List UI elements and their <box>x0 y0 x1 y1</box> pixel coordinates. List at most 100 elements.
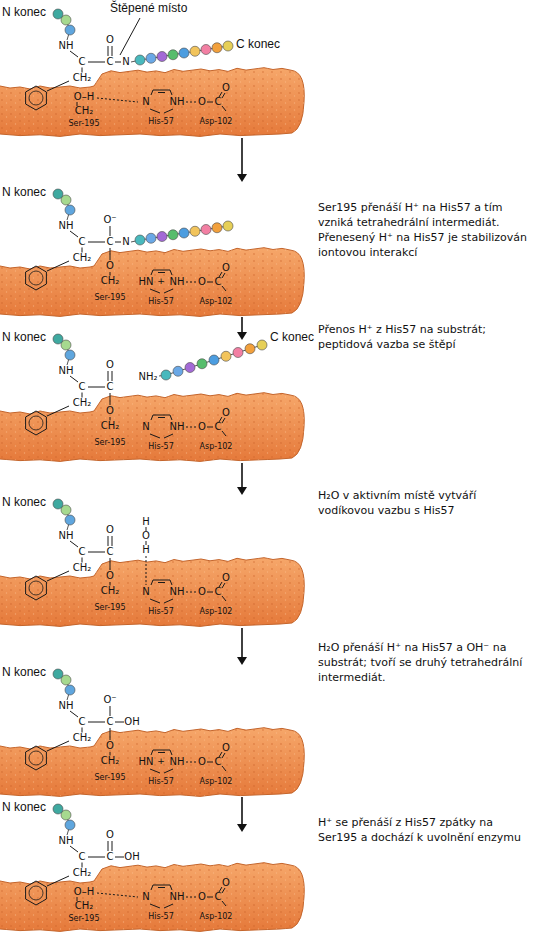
atom-label: O⁻ <box>103 215 116 225</box>
atom-label: C <box>215 97 222 107</box>
phenyl-ring <box>29 416 43 430</box>
amino-acid-bead <box>201 45 211 55</box>
imidazole-ring <box>151 90 153 95</box>
atom-label: O <box>222 743 230 753</box>
bond <box>222 583 225 588</box>
phenyl-ring <box>29 886 43 900</box>
atom-label: C <box>79 852 86 862</box>
amino-acid-bead <box>53 9 63 19</box>
imidazole-ring <box>164 109 173 113</box>
residue-label: Ser-195 <box>95 294 126 302</box>
amino-acid-bead <box>161 370 171 380</box>
bond <box>110 558 111 570</box>
atom-label: CH₂ <box>101 756 120 766</box>
amino-acid-bead <box>197 359 207 369</box>
bond <box>47 81 69 91</box>
bond <box>70 541 78 547</box>
imidazole-ring <box>164 599 173 603</box>
atom-label: NH <box>59 366 74 376</box>
bond <box>88 242 105 243</box>
imidazole-ring <box>158 887 165 888</box>
enzyme-texture <box>0 393 304 462</box>
atom-label: O <box>222 83 230 93</box>
atom-label: CH₂ <box>75 106 94 116</box>
step-arrow <box>237 174 247 182</box>
residue-label: His-57 <box>148 118 173 126</box>
atom-label: NH <box>170 757 185 767</box>
atom-label: O <box>222 263 230 273</box>
bond <box>207 592 213 593</box>
peptide-bond <box>115 242 121 243</box>
atom-label: HN <box>139 757 154 767</box>
phenyl-ring <box>26 881 47 905</box>
amino-acid-bead <box>65 350 75 360</box>
bond <box>115 857 124 858</box>
atom-label: O–H <box>74 887 94 897</box>
amino-acid-bead <box>65 205 75 215</box>
atom-label: C <box>215 892 222 902</box>
atom-label: O <box>106 261 114 271</box>
bond <box>82 728 83 733</box>
atom-label: CH₂ <box>101 586 120 596</box>
atom-label: CH₂ <box>73 73 92 83</box>
atom-label: O⁻ <box>103 695 116 705</box>
bond <box>108 841 109 851</box>
atom-label: C <box>79 382 86 392</box>
step-arrow <box>241 317 243 334</box>
amino-acid-bead <box>168 50 178 60</box>
bond <box>110 728 111 740</box>
bond <box>70 376 78 382</box>
hydrogen-bond <box>146 556 147 585</box>
imidazole-ring <box>153 270 170 271</box>
hydrogen-bond <box>186 762 196 763</box>
imidazole-ring <box>150 769 160 773</box>
atom-label: CH₂ <box>101 421 120 431</box>
peptide-bond <box>115 62 121 63</box>
enzyme-texture <box>0 863 304 932</box>
bond <box>115 722 124 723</box>
residue-label: Ser-195 <box>95 604 126 612</box>
imidazole-ring <box>153 580 170 581</box>
phenyl-ring <box>26 86 47 110</box>
step-arrow <box>237 487 247 495</box>
atom-label: OH <box>124 852 139 862</box>
phenyl-ring <box>26 411 47 435</box>
atom-label: C <box>107 547 114 557</box>
amino-acid-bead <box>173 366 183 376</box>
bond <box>88 722 105 723</box>
amino-acid-bead <box>223 41 233 51</box>
step-note: H₂O přenáší H⁺ na His57 a OH⁻ na substrá… <box>318 640 532 685</box>
bond <box>112 841 113 851</box>
bond <box>207 427 213 428</box>
phenyl-ring <box>26 746 47 770</box>
hydrogen-bond <box>186 427 196 428</box>
amino-acid-bead <box>157 52 167 62</box>
atom-label: N <box>142 892 149 902</box>
imidazole-ring <box>164 434 173 438</box>
atom-label: O <box>106 525 114 535</box>
step-note: Ser195 přenáší H⁺ na His57 a tím vzniká … <box>318 200 532 260</box>
bond <box>70 846 78 852</box>
atom-label: O <box>222 878 230 888</box>
atom-label: O <box>198 97 206 107</box>
atom-label: O <box>198 277 206 287</box>
atom-label: + <box>157 757 165 766</box>
bond <box>47 876 69 886</box>
atom-label: CH₂ <box>75 901 94 911</box>
panel-terminus-label: N konec <box>2 801 46 813</box>
step-arrow <box>241 797 243 826</box>
imidazole-ring <box>151 750 153 755</box>
amino-acid-bead <box>212 43 222 53</box>
bond <box>47 571 69 581</box>
atom-label: C <box>107 57 114 67</box>
bond <box>88 62 105 63</box>
amino-acid-bead <box>53 669 63 679</box>
bond <box>110 582 111 586</box>
hydrogen-bond <box>97 98 138 102</box>
step-note: H⁺ se přenáší z His57 zpátky na Ser195 a… <box>318 815 532 845</box>
bond <box>88 857 105 858</box>
amino-acid-bead <box>65 515 75 525</box>
hydrogen-bond <box>186 897 196 898</box>
